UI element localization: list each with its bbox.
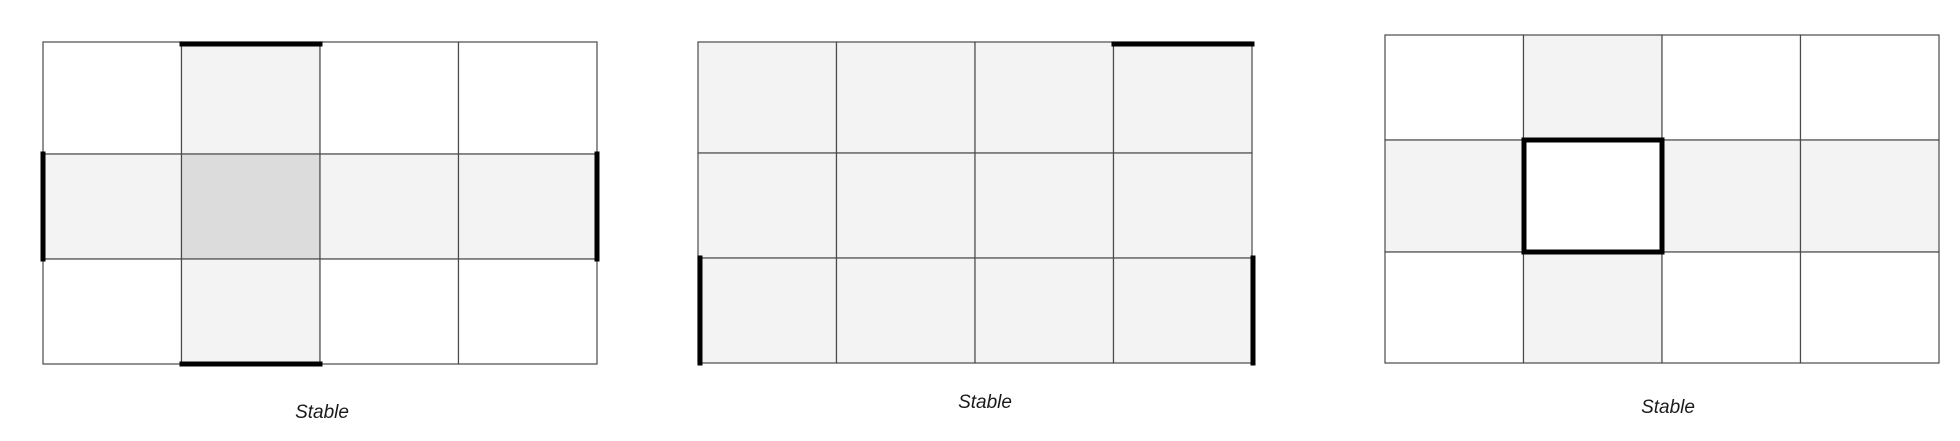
grid-cell-r2-c2-dark <box>180 153 321 260</box>
grid-cell-r2-c3-light <box>974 152 1115 259</box>
grid-cell-r2-c2-light <box>835 152 976 259</box>
grid-cell-r2-c1-light <box>42 153 183 260</box>
grid-cell-r3-c4-white <box>1799 251 1940 364</box>
grid-panel-2 <box>697 41 1256 366</box>
panel-caption-3: Stable <box>1641 397 1695 418</box>
grid-cell-r3-c4-light <box>1112 257 1253 364</box>
panel-caption-2: Stable <box>958 392 1012 413</box>
grid-cell-r2-c1-light <box>1384 139 1525 253</box>
grid-cell-r1-c3-light <box>974 41 1115 154</box>
grid-panel-1 <box>40 41 600 367</box>
grid-cell-r2-c4-light <box>1112 152 1253 259</box>
grid-cell-r2-c3-light <box>319 153 460 260</box>
grid-cell-r3-c4-white <box>457 258 598 365</box>
grid-cell-r3-c3-white <box>1661 251 1802 364</box>
panel-caption-1: Stable <box>295 402 349 423</box>
grid-cell-r1-c1-white <box>42 41 183 155</box>
grid-cell-r1-c3-white <box>319 41 460 155</box>
grid-cell-r3-c2-light <box>835 257 976 364</box>
grid-cell-r1-c2-light <box>180 41 321 155</box>
grid-cell-r1-c1-light <box>697 41 838 154</box>
grid-cell-r1-c3-white <box>1661 34 1802 141</box>
grid-cell-r1-c2-light <box>835 41 976 154</box>
grid-panel-3 <box>1384 34 1940 364</box>
grid-cell-r2-c1-light <box>697 152 838 259</box>
grid-cell-r2-c4-light <box>457 153 598 260</box>
grid-cell-r1-c4-white <box>457 41 598 155</box>
grid-cell-r2-c3-light <box>1661 139 1802 253</box>
grid-cell-r3-c3-white <box>319 258 460 365</box>
grid-cell-r1-c2-light <box>1522 34 1663 141</box>
grid-cell-r1-c1-white <box>1384 34 1525 141</box>
grid-cell-r3-c2-light <box>1522 251 1663 364</box>
grid-cell-r1-c4-white <box>1799 34 1940 141</box>
grid-cell-r3-c1-white <box>42 258 183 365</box>
grid-cell-r3-c2-light <box>180 258 321 365</box>
grid-cell-r2-c2-white <box>1522 139 1663 253</box>
grid-cell-r1-c4-light <box>1112 41 1253 154</box>
grid-cell-r3-c1-light <box>697 257 838 364</box>
grid-cell-r3-c1-white <box>1384 251 1525 364</box>
grid-cell-r3-c3-light <box>974 257 1115 364</box>
grid-cell-r2-c4-light <box>1799 139 1940 253</box>
